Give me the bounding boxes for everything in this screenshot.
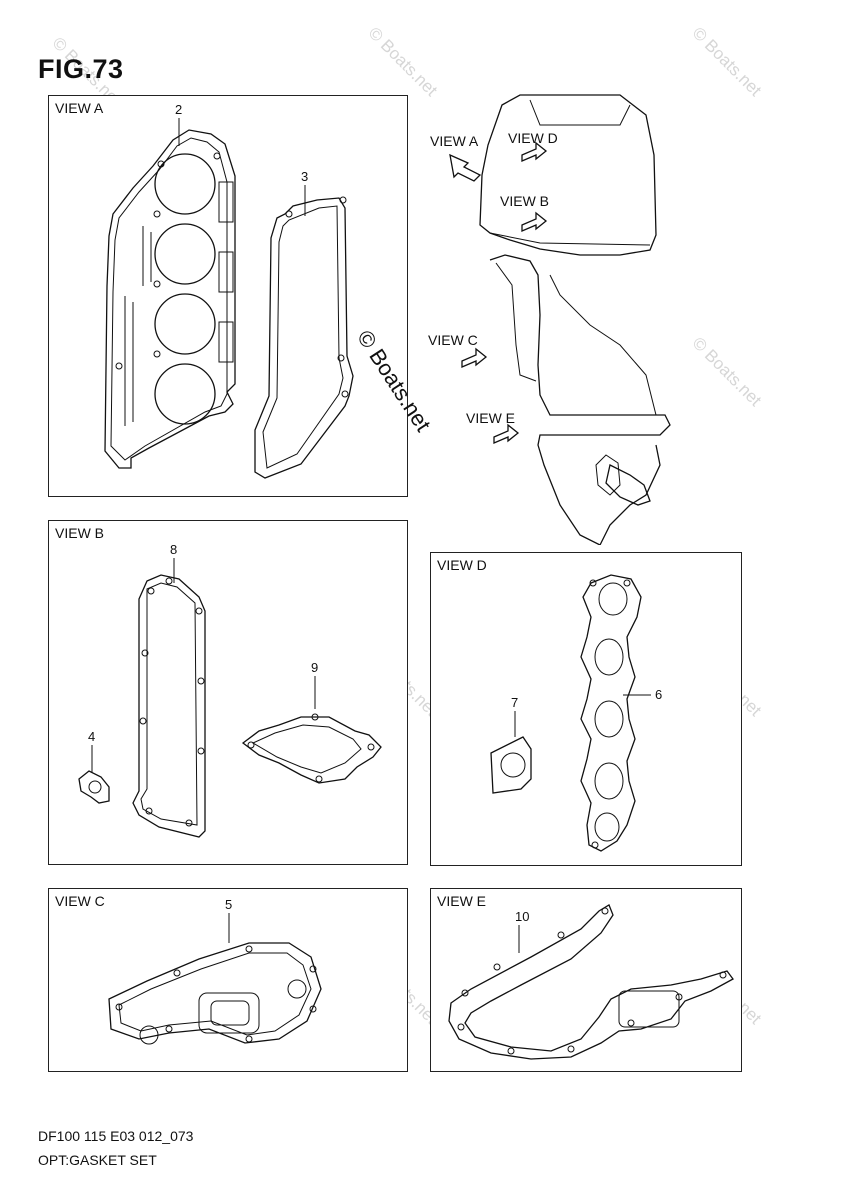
view-d-gasket-drawing: 6 7 [490,574,662,852]
callout-number: 5 [225,897,232,912]
panel-view-b: VIEW B 8 9 4 [48,520,408,865]
panel-label: VIEW C [55,893,105,909]
panel-label: VIEW B [55,525,105,541]
engine-view-tag: VIEW A [430,133,479,149]
panel-label: VIEW E [437,893,487,909]
engine-view-tag: VIEW B [500,193,550,209]
callout-number: 10 [515,909,529,924]
view-c-gasket-drawing: 5 [108,897,322,1045]
outboard-motor-drawing [449,94,671,545]
callout-number: 7 [511,695,518,710]
engine-view-tag: VIEW D [508,130,558,146]
footer-caption: OPT:GASKET SET [38,1152,157,1168]
panel-view-d: VIEW D 6 7 [430,552,742,866]
callout-number: 4 [88,729,95,744]
panel-label: VIEW A [55,100,104,116]
callout-number: 3 [301,169,308,184]
view-b-gasket-drawing: 8 9 4 [78,542,382,838]
callout-number: 6 [655,687,662,702]
engine-view-tag: VIEW E [466,410,516,426]
panel-view-e: VIEW E 10 [430,888,742,1072]
panel-view-a: VIEW A 2 3 [48,95,408,497]
figure-title: FIG.73 [38,54,124,84]
callout-number: 8 [170,542,177,557]
footer-code: DF100 115 E03 012_073 [38,1128,194,1144]
callout-number: 2 [175,102,182,117]
panel-label: VIEW D [437,557,487,573]
callout-number: 9 [311,660,318,675]
cylinder-head-gasket-drawing: 2 3 [104,102,354,479]
engine-view-tag: VIEW C [428,332,478,348]
view-e-gasket-drawing: 10 [448,904,734,1060]
panel-view-c: VIEW C 5 [48,888,408,1072]
